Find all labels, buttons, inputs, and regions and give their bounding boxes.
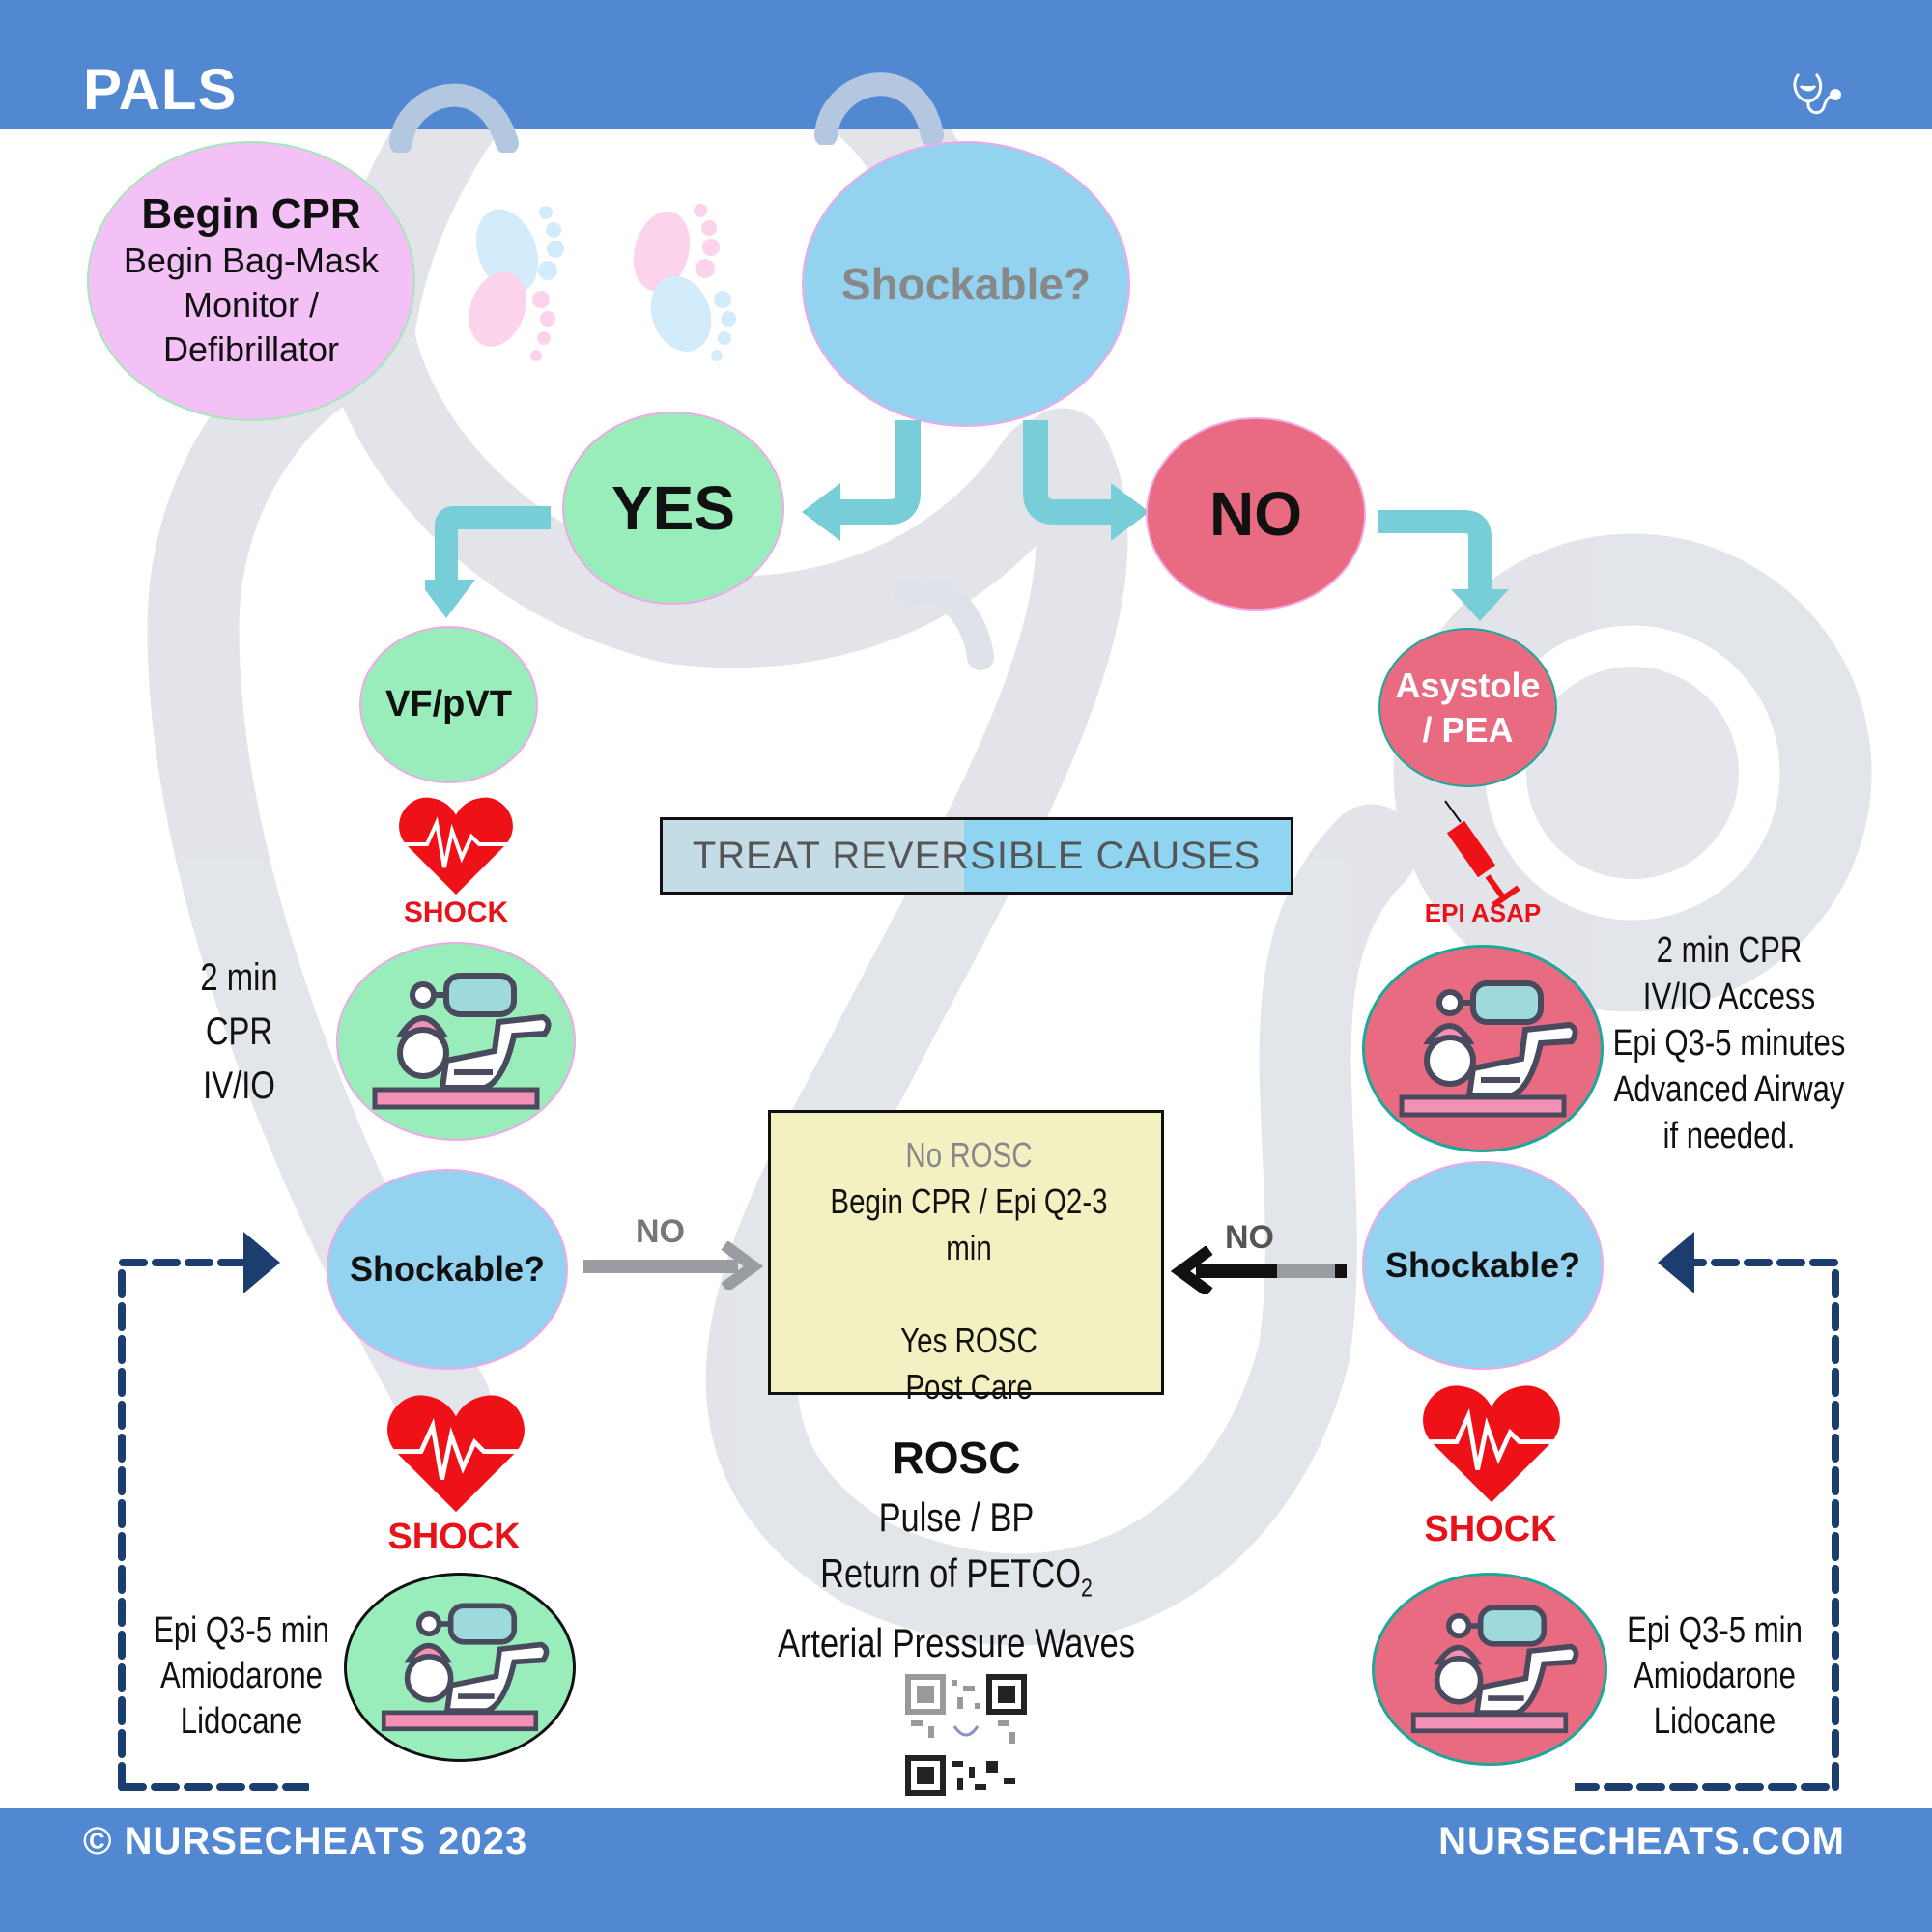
- arrow-yes-to-vf: [425, 506, 551, 618]
- watermark-arc-left: [389, 83, 519, 153]
- heart-ecg-icon: [1423, 1385, 1560, 1503]
- infant-cpr-circle: [1362, 945, 1604, 1152]
- header-bar: [0, 0, 1932, 153]
- rosc-line: No ROSC: [905, 1135, 1033, 1175]
- infant-cpr-circle: [336, 942, 576, 1141]
- rosc-criteria-line: Pulse / BP: [878, 1494, 1035, 1540]
- rosc-criteria-line: Arterial Pressure Waves: [777, 1620, 1135, 1666]
- right-cpr-notes: 2 min CPR IV/IO Access Epi Q3-5 minutes …: [1610, 927, 1848, 1159]
- note-line: IV/IO Access: [1642, 977, 1816, 1017]
- infant-bag-mask-icon: [1386, 972, 1579, 1126]
- rhythm-asystole-pea: Asystole / PEA: [1378, 628, 1557, 787]
- decision-label: Shockable?: [349, 1249, 546, 1289]
- shock-label: SHOCK: [403, 896, 509, 928]
- website-link[interactable]: NURSECHEATS.COM: [1438, 1820, 1845, 1862]
- rhythm-label: Asystole: [1395, 665, 1541, 705]
- shock-label: SHOCK: [387, 1517, 521, 1557]
- page-title: PALS: [83, 57, 238, 122]
- footer-bar: [0, 1808, 1932, 1932]
- note-line: 2 min CPR: [1656, 930, 1803, 971]
- heart-ecg-icon: [399, 797, 513, 895]
- note-line: if needed.: [1662, 1116, 1796, 1156]
- note-line: 2 min: [200, 956, 278, 999]
- rhythm-label: VF/pVT: [385, 684, 512, 724]
- rosc-line: Yes ROSC: [900, 1321, 1037, 1360]
- start-node: Begin CPR Begin Bag-Mask Monitor / Defib…: [87, 141, 415, 421]
- no-arrow-label-right: NO: [1225, 1219, 1274, 1256]
- decision-label: Shockable?: [1384, 1245, 1581, 1285]
- arrow-to-yes: [802, 420, 1150, 541]
- infant-cpr-circle: [344, 1573, 576, 1762]
- rosc-criteria-line: Return of PETCO2: [758, 1546, 1154, 1615]
- left-meds: Epi Q3-5 min Amiodarone Lidocane: [151, 1608, 333, 1745]
- med-line: Lidocane: [180, 1701, 303, 1742]
- rosc-line: Begin CPR / Epi Q2-3 min: [830, 1181, 1108, 1267]
- infant-bag-mask-icon: [368, 1595, 552, 1740]
- loop-arrow-right: [1575, 1232, 1839, 1791]
- infant-cpr-circle: [1372, 1573, 1607, 1766]
- decision-shockable-top: Shockable?: [802, 141, 1130, 427]
- left-cpr-notes: 2 min CPR IV/IO: [178, 951, 300, 1113]
- note-line: Advanced Airway: [1613, 1069, 1845, 1110]
- decision-shockable-right: Shockable?: [1362, 1161, 1604, 1370]
- treat-label: TREAT REVERSIBLE CAUSES: [692, 834, 1262, 877]
- no-node: NO: [1146, 417, 1366, 611]
- start-node-line: Defibrillator: [162, 329, 340, 369]
- med-line: Amiodarone: [159, 1656, 324, 1696]
- loop-arrow-left: [118, 1232, 309, 1791]
- start-node-line: Monitor /: [183, 285, 320, 325]
- qr-code-icon[interactable]: [905, 1674, 1027, 1796]
- med-line: Amiodarone: [1633, 1656, 1797, 1696]
- rosc-criteria: Pulse / BP Return of PETCO2 Arterial Pre…: [758, 1490, 1154, 1671]
- arrow-left-icon: [1171, 1246, 1347, 1294]
- note-line: IV/IO: [203, 1065, 275, 1107]
- stethoscope-smile-icon: [1793, 72, 1841, 115]
- treat-reversible-causes-box: TREAT REVERSIBLE CAUSES: [660, 817, 1293, 895]
- petco2-subscript: 2: [1080, 1573, 1093, 1603]
- note-line: Epi Q3-5 minutes: [1612, 1023, 1846, 1064]
- start-node-title: Begin CPR: [141, 190, 361, 238]
- med-line: Epi Q3-5 min: [154, 1610, 329, 1651]
- rhythm-label: / PEA: [1422, 709, 1514, 750]
- yes-node: YES: [562, 412, 784, 605]
- arrow-no-to-asystole: [1378, 510, 1509, 621]
- rosc-spacer: [807, 1271, 1131, 1318]
- petco2-text: Return of PETCO: [820, 1550, 1081, 1596]
- rosc-decision-box: No ROSC Begin CPR / Epi Q2-3 min Yes ROS…: [768, 1110, 1164, 1406]
- shock-label: SHOCK: [1424, 1509, 1557, 1549]
- epi-asap-label: EPI ASAP: [1424, 898, 1542, 927]
- footprints-icon: [469, 206, 564, 361]
- watermark-arc-right: [814, 72, 944, 145]
- decision-shockable-left: Shockable?: [327, 1169, 568, 1370]
- infant-bag-mask-icon: [1398, 1597, 1581, 1742]
- note-line: CPR: [205, 1010, 273, 1053]
- rhythm-vf-pvt: VF/pVT: [359, 626, 538, 783]
- med-line: Lidocane: [1653, 1701, 1776, 1742]
- no-arrow-label-left: NO: [636, 1213, 685, 1250]
- footprints-icon: [633, 204, 736, 361]
- yes-label: YES: [611, 473, 736, 543]
- start-node-line: Begin Bag-Mask: [123, 241, 380, 280]
- infant-bag-mask-icon: [359, 964, 553, 1119]
- med-line: Epi Q3-5 min: [1627, 1610, 1803, 1651]
- rosc-line: Post Care: [905, 1367, 1033, 1406]
- syringe-icon: [1444, 800, 1520, 908]
- no-label: NO: [1209, 479, 1302, 549]
- right-meds: Epi Q3-5 min Amiodarone Lidocane: [1624, 1608, 1806, 1745]
- arrow-right-icon: [583, 1241, 763, 1290]
- heart-ecg-icon: [387, 1395, 525, 1513]
- rosc-title: ROSC: [892, 1433, 1021, 1483]
- copyright-text: © NURSECHEATS 2023: [83, 1820, 528, 1862]
- decision-label: Shockable?: [840, 259, 1092, 309]
